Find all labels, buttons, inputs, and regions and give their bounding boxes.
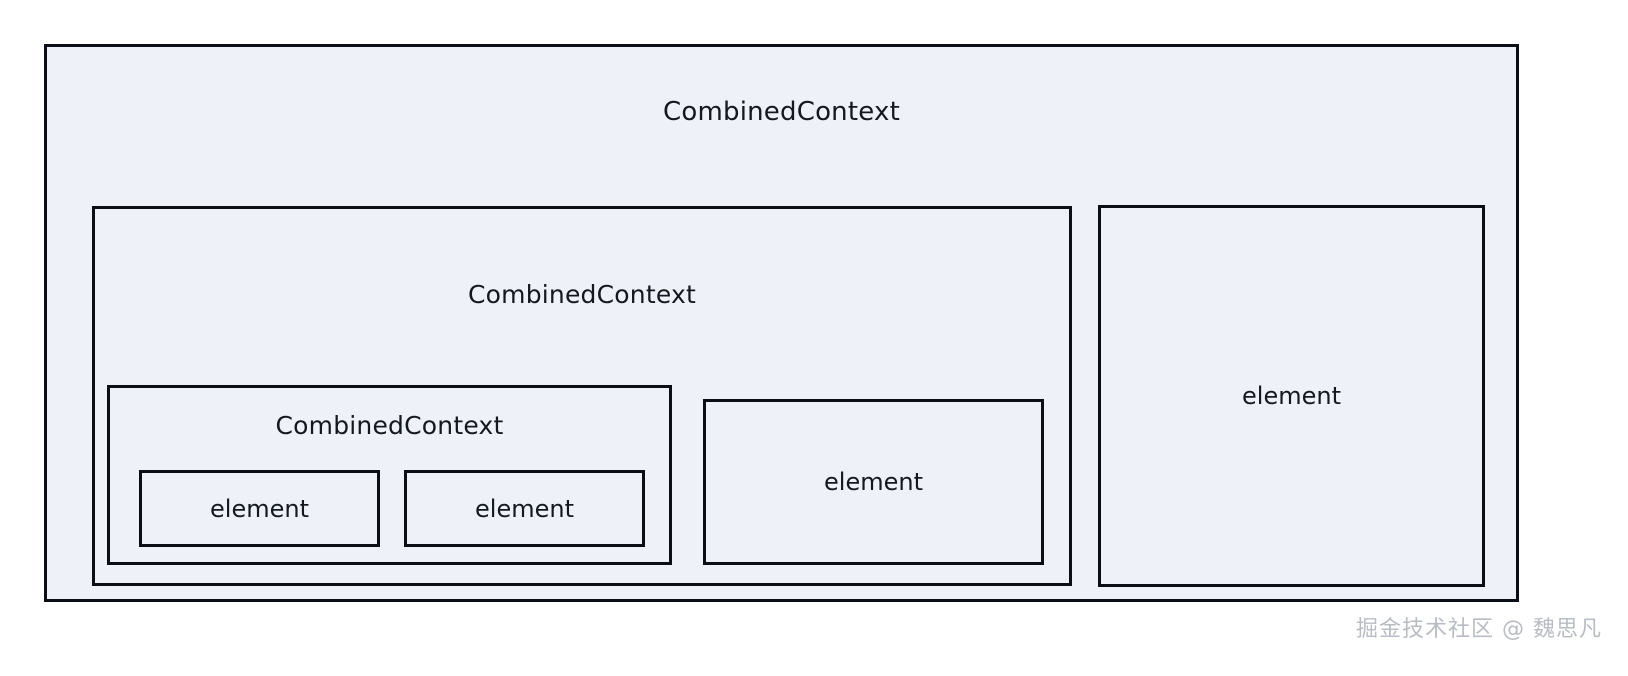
element-box-c[interactable]: element [703, 399, 1044, 565]
element-box-a[interactable]: element [139, 470, 380, 547]
element-box-d[interactable]: element [1098, 205, 1485, 587]
element-box-d-label: element [1242, 382, 1341, 410]
combined-context-innermost-title: CombinedContext [275, 411, 504, 440]
combined-context-innermost[interactable]: CombinedContext element element [107, 385, 672, 565]
combined-context-inner-title: CombinedContext [468, 280, 696, 309]
element-box-b-label: element [475, 494, 574, 523]
combined-context-outer[interactable]: CombinedContext CombinedContext Combined… [44, 44, 1519, 602]
watermark-text: 掘金技术社区 @ 魏思凡 [1356, 617, 1602, 642]
combined-context-outer-title: CombinedContext [663, 97, 900, 127]
element-box-c-label: element [824, 468, 923, 496]
combined-context-inner[interactable]: CombinedContext CombinedContext element … [92, 206, 1072, 586]
element-box-b[interactable]: element [404, 470, 645, 547]
element-box-a-label: element [210, 494, 309, 523]
